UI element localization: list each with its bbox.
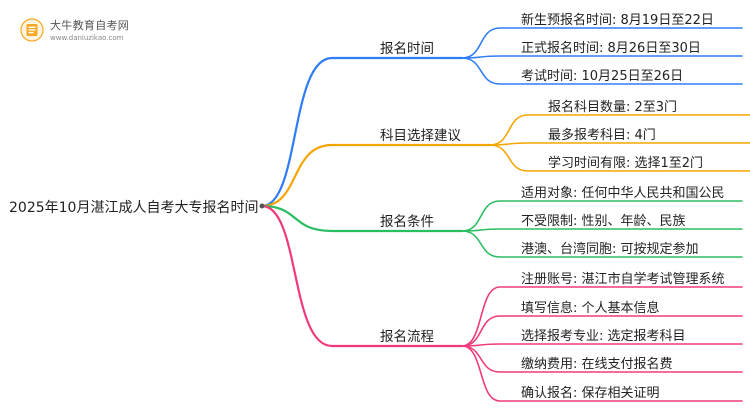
book-logo-icon <box>20 18 44 42</box>
leaf-label: 缴纳费用: 在线支付报名费 <box>521 357 673 372</box>
leaf-label: 注册账号: 湛江市自学考试管理系统 <box>521 272 725 287</box>
branch-connector <box>260 204 464 233</box>
leaf-label: 不受限制: 性别、年龄、民族 <box>521 214 686 229</box>
branch-label-eligibility: 报名条件 <box>380 214 434 230</box>
logo-title: 大牛教育自考网 <box>50 19 130 32</box>
branch-connector <box>260 204 464 348</box>
leaf-label: 考试时间: 10月25日至26日 <box>521 69 684 84</box>
branch-label-process: 报名流程 <box>380 329 434 345</box>
leaf-connector <box>461 27 743 59</box>
branch-label-registration-time: 报名时间 <box>380 41 434 57</box>
leaf-connector <box>461 315 743 347</box>
root-node-dot <box>259 203 265 209</box>
branch-label-subject-advice: 科目选择建议 <box>380 128 461 144</box>
leaf-connector <box>461 55 743 59</box>
leaf-label: 正式报名时间: 8月26日至30日 <box>521 41 701 56</box>
leaf-label: 填写信息: 个人基本信息 <box>521 301 660 316</box>
leaf-label: 学习时间有限: 选择1至2门 <box>548 156 704 171</box>
leaf-label: 选择报考专业: 选定报考科目 <box>521 329 686 344</box>
branch-connector <box>260 143 492 208</box>
leaf-connector <box>461 230 743 258</box>
leaf-label: 最多报考科目: 4门 <box>548 128 656 143</box>
leaf-label: 适用对象: 任何中华人民共和国公民 <box>521 186 725 201</box>
leaf-connector <box>489 142 750 146</box>
leaf-connector <box>461 286 743 347</box>
leaf-connector <box>461 57 743 85</box>
leaf-label: 确认报名: 保存相关证明 <box>521 386 660 401</box>
leaf-connector <box>461 345 743 373</box>
root-node-label: 2025年10月湛江成人自考大专报名时间 <box>9 200 259 216</box>
leaf-label: 新生预报名时间: 8月19日至22日 <box>521 13 714 28</box>
leaf-connector <box>461 345 743 402</box>
leaf-label: 报名科目数量: 2至3门 <box>548 100 678 115</box>
site-logo: 大牛教育自考网 www.daniuzikao.com <box>20 16 180 46</box>
leaf-connector <box>489 144 750 172</box>
leaf-label: 港澳、台湾同胞: 可按规定参加 <box>521 242 699 257</box>
leaf-connector <box>489 114 750 146</box>
leaf-connector <box>461 200 743 232</box>
logo-url: www.daniuzikao.com <box>50 34 124 42</box>
leaf-connector <box>461 343 743 347</box>
leaf-connector <box>461 228 743 232</box>
branch-connector <box>260 56 464 208</box>
